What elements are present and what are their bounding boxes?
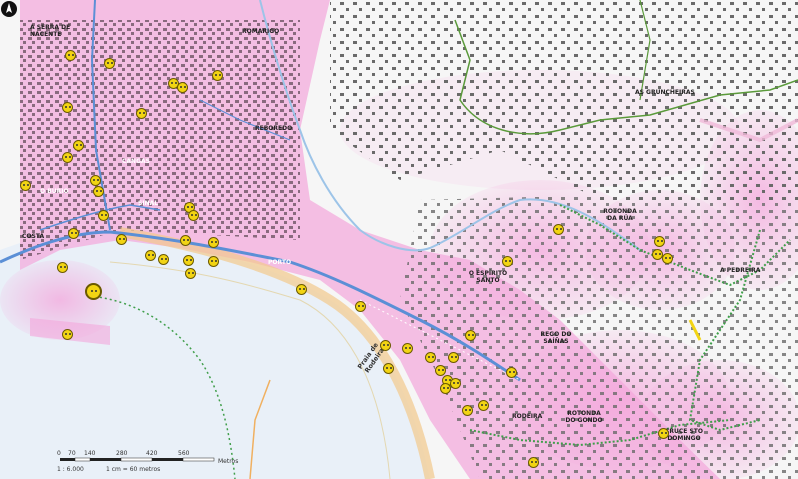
poi-marker-icon[interactable] — [136, 108, 147, 119]
place-as-gruncheiras: AS GRUNCHEIRAS — [635, 89, 695, 96]
scale-unit: Metros — [218, 458, 239, 465]
poi-marker-icon[interactable] — [502, 256, 513, 267]
place-romarigo: ROMARIGO — [242, 28, 280, 35]
poi-marker-icon[interactable] — [93, 186, 104, 197]
poi-marker-icon[interactable] — [658, 428, 669, 439]
scale-tick-420: 420 — [146, 450, 158, 457]
poi-marker-icon[interactable] — [662, 253, 673, 264]
scale-bar: 0 70 140 280 420 560 Metros 1 : 6.000 1 … — [28, 450, 368, 478]
poi-marker-icon[interactable] — [208, 256, 219, 267]
scale-tick-280: 280 — [116, 450, 128, 457]
place-a-pedreira: A PEDREIRA — [720, 267, 761, 274]
green-path-north — [454, 19, 798, 135]
place-sinal: SINAL — [138, 200, 159, 207]
poi-marker-large-icon[interactable] — [85, 283, 102, 300]
place-rego-do-sainas: REGO DO SAÍÑAS — [540, 331, 572, 345]
beach-sand — [119, 227, 435, 479]
poi-marker-icon[interactable] — [425, 352, 436, 363]
scale-tick-70: 70 — [68, 450, 76, 457]
place-rodeira: RODEIRA — [512, 413, 543, 420]
poi-marker-icon[interactable] — [450, 378, 461, 389]
poi-marker-icon[interactable] — [65, 50, 76, 61]
poi-marker-icon[interactable] — [355, 301, 366, 312]
poi-marker-icon[interactable] — [145, 250, 156, 261]
place-rotonda-da-rua: ROTONDA DA RÚA — [603, 208, 637, 222]
poi-marker-icon[interactable] — [188, 210, 199, 221]
poi-marker-icon[interactable] — [296, 284, 307, 295]
place-rotonda-do-gondo: ROTONDA DO GONDO — [565, 410, 603, 424]
poi-marker-icon[interactable] — [68, 228, 79, 239]
scale-equivalence: 1 cm = 60 metros — [106, 466, 161, 473]
scale-ratio: 1 : 6.000 — [57, 466, 84, 473]
poi-marker-icon[interactable] — [448, 352, 459, 363]
buildings-east — [400, 190, 798, 479]
place-reboredo: REBOREDO — [255, 125, 293, 132]
buildings-dense — [20, 20, 300, 260]
poi-marker-icon[interactable] — [116, 234, 127, 245]
poi-marker-icon[interactable] — [212, 70, 223, 81]
poi-marker-icon[interactable] — [183, 255, 194, 266]
place-o-espirito-santo: O ESPÍRITO SANTO — [468, 270, 508, 284]
poi-marker-icon[interactable] — [654, 236, 665, 247]
poi-marker-icon[interactable] — [528, 457, 539, 468]
place-cangas: CANGAS — [122, 158, 150, 165]
ferry-route — [89, 295, 236, 479]
north-arrow-icon — [1, 1, 17, 17]
poi-marker-icon[interactable] — [478, 400, 489, 411]
place-o-burio: O BURIO — [40, 188, 69, 195]
poi-marker-icon[interactable] — [440, 383, 451, 394]
poi-marker-icon[interactable] — [62, 152, 73, 163]
green-trail-east — [559, 204, 791, 287]
coastal-road — [0, 230, 521, 382]
poi-marker-icon[interactable] — [180, 235, 191, 246]
poi-marker-icon[interactable] — [20, 180, 31, 191]
poi-marker-icon[interactable] — [506, 367, 517, 378]
place-porto: PORTO — [268, 259, 292, 266]
buildings-sparse — [330, 0, 798, 200]
poi-marker-icon[interactable] — [98, 210, 109, 221]
poi-marker-icon[interactable] — [383, 363, 394, 374]
place-cruce-sto-domingo: CRUCE STO DOMINGO — [664, 428, 704, 442]
poi-marker-icon[interactable] — [158, 254, 169, 265]
poi-marker-icon[interactable] — [380, 340, 391, 351]
green-trail-south — [469, 419, 731, 447]
poi-marker-icon[interactable] — [177, 82, 188, 93]
scale-tick-140: 140 — [84, 450, 96, 457]
place-serra-nacente: A SERRA DE NACENTE — [30, 24, 71, 38]
poi-marker-icon[interactable] — [90, 175, 101, 186]
poi-marker-icon[interactable] — [57, 262, 68, 273]
stream — [259, 0, 641, 252]
poi-marker-icon[interactable] — [73, 140, 84, 151]
poi-marker-icon[interactable] — [553, 224, 564, 235]
poi-marker-icon[interactable] — [185, 268, 196, 279]
poi-marker-icon[interactable] — [402, 343, 413, 354]
scale-tick-0: 0 — [57, 450, 61, 457]
poi-marker-icon[interactable] — [435, 365, 446, 376]
place-costa: COSTA — [22, 233, 45, 240]
poi-marker-icon[interactable] — [462, 405, 473, 416]
poi-marker-icon[interactable] — [62, 329, 73, 340]
poi-marker-icon[interactable] — [208, 237, 219, 248]
poi-marker-icon[interactable] — [465, 330, 476, 341]
poi-marker-icon[interactable] — [104, 58, 115, 69]
poi-marker-icon[interactable] — [62, 102, 73, 113]
scale-tick-560: 560 — [178, 450, 190, 457]
